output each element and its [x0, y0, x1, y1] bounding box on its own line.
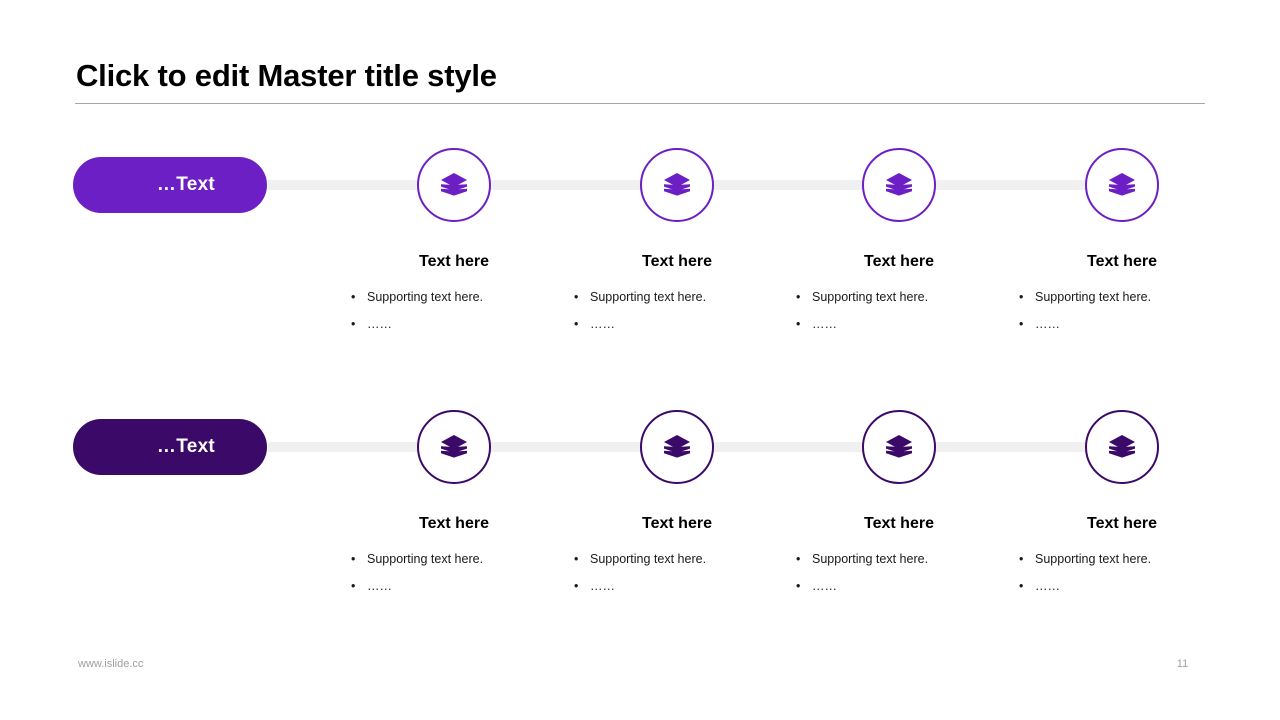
layers-icon — [663, 434, 691, 460]
footer-url: www.islide.cc — [78, 658, 144, 670]
category-pill-label: …Text — [156, 436, 216, 457]
step-title: Text here — [419, 253, 489, 270]
slide-title: Click to edit Master title style — [76, 58, 497, 93]
title-divider — [75, 103, 1205, 104]
step-icon-circle[interactable] — [862, 148, 936, 222]
bullet-text: …… — [1035, 579, 1060, 594]
bullet-dot-icon: • — [574, 579, 579, 594]
step-icon-circle[interactable] — [1085, 148, 1159, 222]
step-bullet-list: • Supporting text here. • …… — [351, 290, 565, 345]
bullet-dot-icon: • — [351, 552, 356, 566]
bullet-item: • Supporting text here. — [574, 552, 788, 566]
bullet-item: • Supporting text here. — [1019, 290, 1233, 304]
bullet-dot-icon: • — [1019, 552, 1024, 566]
layers-icon — [663, 172, 691, 198]
bullet-dot-icon: • — [574, 290, 579, 304]
bullet-item: • …… — [351, 579, 565, 593]
bullet-item: • Supporting text here. — [351, 552, 565, 566]
layers-icon — [1108, 434, 1136, 460]
bullet-text: …… — [590, 579, 615, 594]
step-title: Text here — [864, 515, 934, 532]
bullet-item: • …… — [1019, 579, 1233, 593]
bullet-dot-icon: • — [574, 552, 579, 566]
step-bullet-list: • Supporting text here. • …… — [1019, 552, 1233, 607]
step-bullet-list: • Supporting text here. • …… — [574, 552, 788, 607]
layers-icon — [885, 172, 913, 198]
bullet-item: • Supporting text here. — [351, 290, 565, 304]
bullet-item: • …… — [574, 579, 788, 593]
step-bullet-list: • Supporting text here. • …… — [796, 290, 1010, 345]
category-pill-label: …Text — [156, 174, 216, 195]
step-icon-circle[interactable] — [640, 410, 714, 484]
step-title: Text here — [419, 515, 489, 532]
bullet-item: • Supporting text here. — [796, 290, 1010, 304]
bullet-text: Supporting text here. — [1035, 290, 1152, 304]
layers-icon — [440, 172, 468, 198]
step-title: Text here — [642, 515, 712, 532]
step-bullet-list: • Supporting text here. • …… — [1019, 290, 1233, 345]
bullet-dot-icon: • — [574, 317, 579, 332]
bullet-text: …… — [367, 579, 392, 594]
bullet-text: Supporting text here. — [367, 290, 484, 304]
step-icon-circle[interactable] — [862, 410, 936, 484]
bullet-item: • …… — [796, 579, 1010, 593]
bullet-text: Supporting text here. — [367, 552, 484, 566]
bullet-text: …… — [367, 317, 392, 332]
bullet-dot-icon: • — [796, 552, 801, 566]
bullet-item: • Supporting text here. — [1019, 552, 1233, 566]
bullet-dot-icon: • — [796, 579, 801, 594]
bullet-dot-icon: • — [796, 290, 801, 304]
step-icon-circle[interactable] — [417, 410, 491, 484]
step-bullet-list: • Supporting text here. • …… — [351, 552, 565, 607]
bullet-item: • …… — [574, 317, 788, 331]
layers-icon — [1108, 172, 1136, 198]
step-title: Text here — [1087, 515, 1157, 532]
bullet-text: Supporting text here. — [812, 552, 929, 566]
step-title: Text here — [864, 253, 934, 270]
layers-icon — [885, 434, 913, 460]
category-pill[interactable]: …Text — [73, 157, 267, 213]
bullet-item: • …… — [351, 317, 565, 331]
bullet-text: Supporting text here. — [812, 290, 929, 304]
step-icon-circle[interactable] — [640, 148, 714, 222]
bullet-dot-icon: • — [351, 290, 356, 304]
bullet-dot-icon: • — [1019, 579, 1024, 594]
step-icon-circle[interactable] — [417, 148, 491, 222]
bullet-text: Supporting text here. — [590, 290, 707, 304]
bullet-dot-icon: • — [1019, 317, 1024, 332]
bullet-text: Supporting text here. — [590, 552, 707, 566]
category-pill[interactable]: …Text — [73, 419, 267, 475]
bullet-text: Supporting text here. — [1035, 552, 1152, 566]
step-title: Text here — [642, 253, 712, 270]
bullet-item: • Supporting text here. — [574, 290, 788, 304]
step-icon-circle[interactable] — [1085, 410, 1159, 484]
bullet-dot-icon: • — [1019, 290, 1024, 304]
bullet-dot-icon: • — [351, 579, 356, 594]
bullet-text: …… — [590, 317, 615, 332]
bullet-text: …… — [1035, 317, 1060, 332]
layers-icon — [440, 434, 468, 460]
bullet-item: • Supporting text here. — [796, 552, 1010, 566]
bullet-text: …… — [812, 579, 837, 594]
step-bullet-list: • Supporting text here. • …… — [796, 552, 1010, 607]
page-number: 11 — [1176, 658, 1189, 670]
step-bullet-list: • Supporting text here. • …… — [574, 290, 788, 345]
bullet-item: • …… — [1019, 317, 1233, 331]
bullet-dot-icon: • — [351, 317, 356, 332]
bullet-dot-icon: • — [796, 317, 801, 332]
bullet-item: • …… — [796, 317, 1010, 331]
step-title: Text here — [1087, 253, 1157, 270]
bullet-text: …… — [812, 317, 837, 332]
